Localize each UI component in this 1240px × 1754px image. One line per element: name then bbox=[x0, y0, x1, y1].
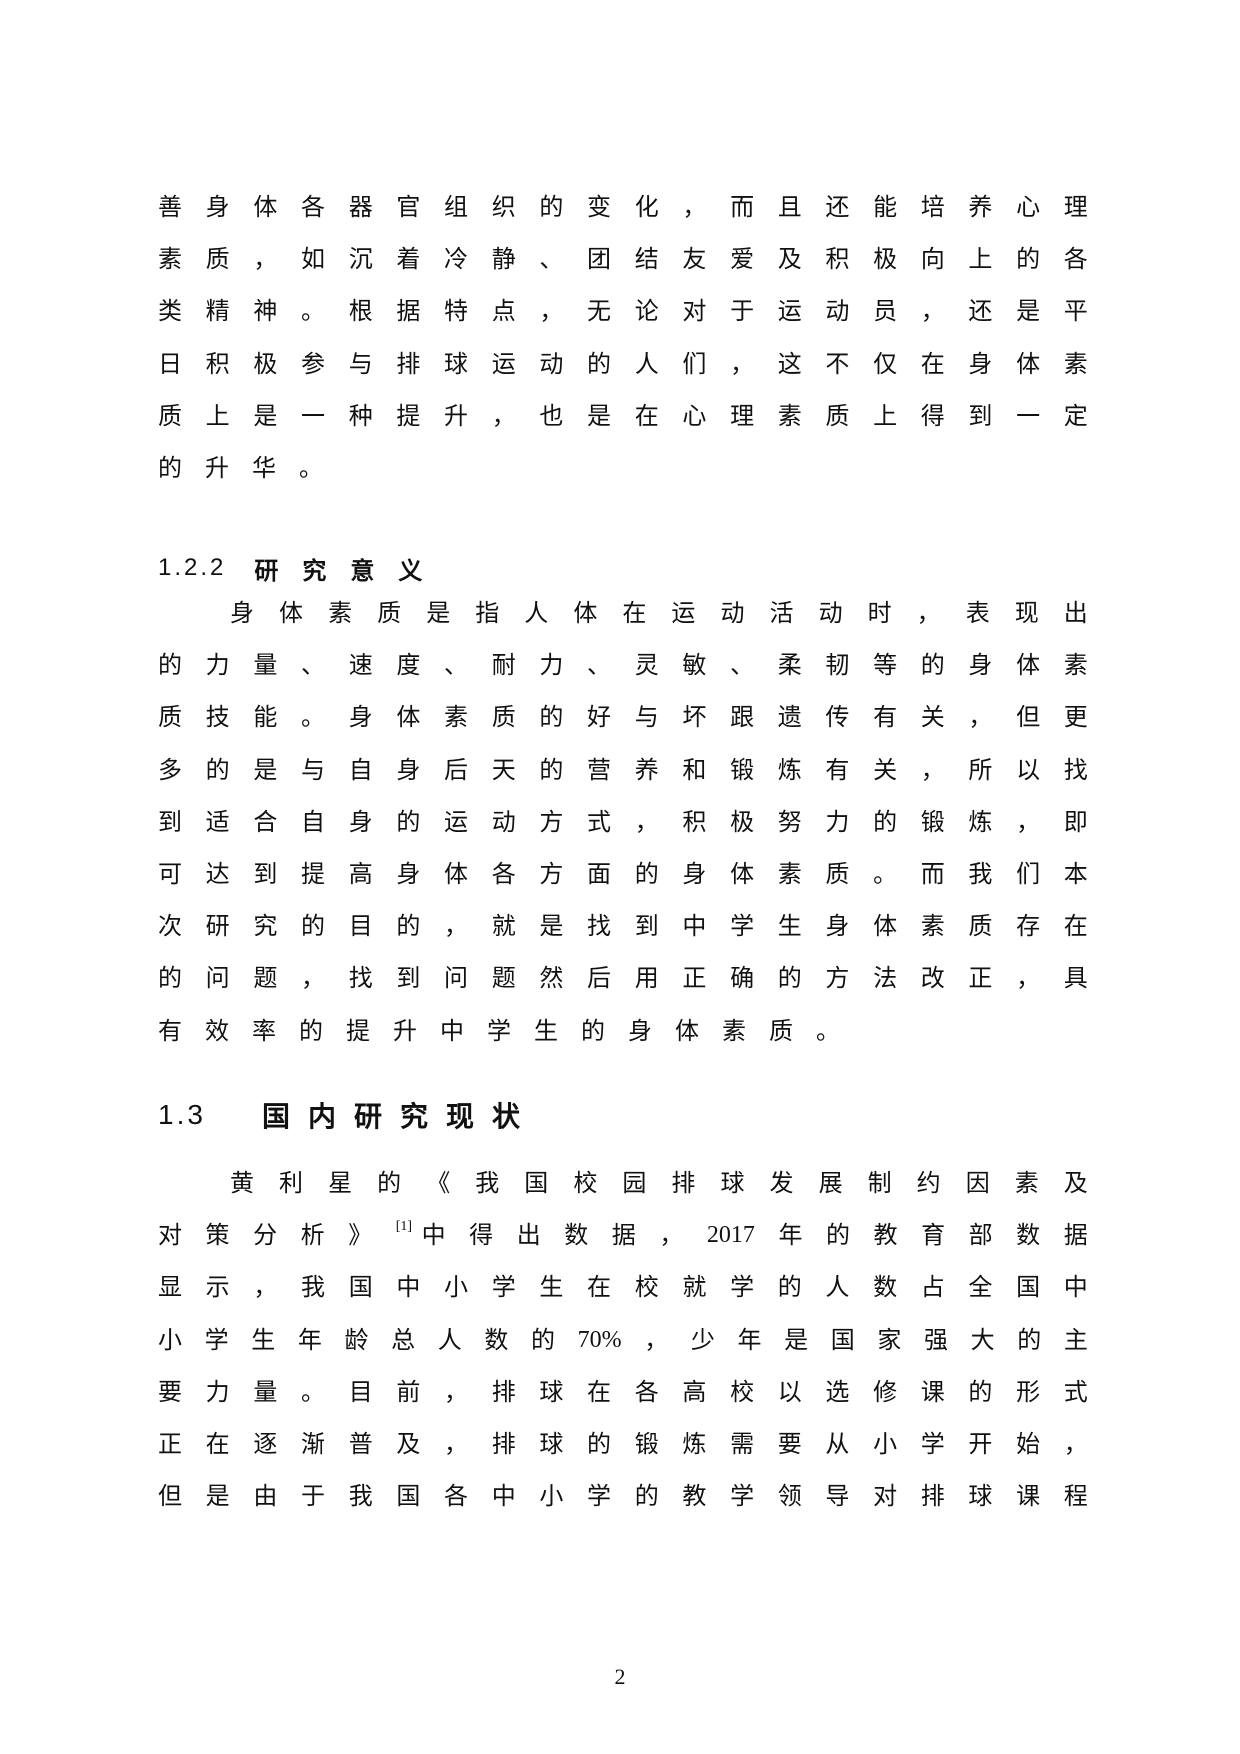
text-line: 可达到提高身体各方面的身体素质。而我们本 bbox=[158, 860, 1088, 888]
text-line: 的力量、速度、耐力、灵敏、柔韧等的身体素 bbox=[158, 651, 1088, 680]
text-line: 多的是与自身后天的营养和锻炼有关，所以找 bbox=[158, 755, 1088, 784]
text-line: 身体素质是指人体在运动活动时，表现出 bbox=[230, 599, 1088, 627]
text-line: 有效率的提升中学生的身体素质。 bbox=[158, 1016, 840, 1045]
text-line: 质上是一种提升，也是在心理素质上得到一定 bbox=[158, 401, 1088, 430]
text-line: 的升华。 bbox=[158, 454, 323, 482]
text-line: 素质，如沉着冷静、团结友爱及积极向上的各 bbox=[158, 245, 1088, 274]
text-line: 日积极参与排球运动的人们，这不仅在身体素 bbox=[158, 349, 1088, 378]
text-line: 善身体各器官组织的变化，而且还能培养心理 bbox=[158, 193, 1088, 221]
section-heading-1-3: 1.3 国内研究现状 bbox=[158, 1096, 538, 1134]
section-number: 1.3 bbox=[158, 1099, 206, 1130]
section-title: 国内研究现状 bbox=[261, 1100, 538, 1133]
text-line: 正在逐渐普及，排球的锻炼需要从小学开始， bbox=[158, 1430, 1088, 1458]
text-line: 质技能。身体素质的好与坏跟遗传有关，但更 bbox=[158, 703, 1088, 732]
subsection-number: 1.2.2 bbox=[158, 554, 227, 581]
page-number: 2 bbox=[614, 1664, 626, 1689]
text-line: 次研究的目的，就是找到中学生身体素质存在 bbox=[158, 912, 1088, 941]
text-line: 显示，我国中小学生在校就学的人数占全国中 bbox=[158, 1273, 1088, 1302]
subsection-heading-1-2-2: 1.2.2 研究意义 bbox=[158, 553, 447, 585]
text-line: 的问题，找到问题然后用正确的方法改正，具 bbox=[158, 964, 1088, 993]
text-line: 但是由于我国各中小学的教学领导对排球课程 bbox=[158, 1482, 1088, 1511]
subsection-title: 研究意义 bbox=[254, 556, 447, 585]
text-line: 要力量。目前，排球在各高校以选修课的形式 bbox=[158, 1377, 1088, 1406]
text-line: 黄利星的《我国校园排球发展制约因素及 bbox=[230, 1169, 1088, 1197]
text-line: 到适合自身的运动方式，积极努力的锻炼，即 bbox=[158, 807, 1088, 836]
text-line: 类精神。根据特点，无论对于运动员，还是平 bbox=[158, 297, 1088, 326]
